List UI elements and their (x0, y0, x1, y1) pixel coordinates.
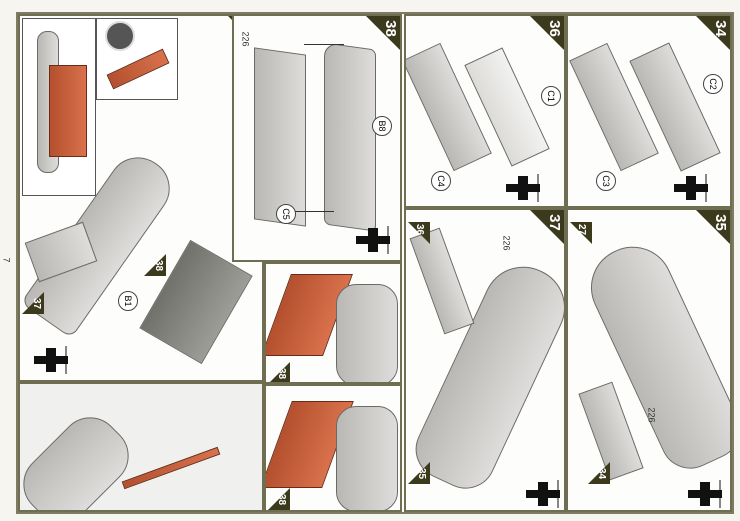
assembly-arrow (304, 44, 344, 45)
instruction-sheet: 39 B1 38 37 38 226 B8 C5 (16, 12, 734, 514)
ref-badge (408, 462, 430, 484)
ref-badge (268, 362, 290, 382)
step-badge (366, 16, 400, 50)
step-badge (696, 16, 730, 50)
step-39-detail-panel (18, 382, 264, 512)
ref-badge (22, 292, 44, 314)
engine-front (105, 21, 135, 51)
ref-number: 36 (414, 223, 426, 236)
step-number: 35 (712, 214, 730, 231)
ref-number: 38 (276, 367, 288, 380)
step-39-panel: 39 B1 38 37 (18, 14, 264, 382)
ref-number: 37 (31, 297, 43, 310)
wing-lower-half (254, 47, 306, 227)
part-callout: C5 (276, 204, 296, 224)
step-number: 37 (546, 214, 564, 231)
part-callout: C3 (596, 171, 616, 191)
wing-highlight (49, 65, 87, 157)
aircraft-silhouette-icon (356, 226, 390, 254)
step-number: 34 (712, 20, 730, 37)
step-37-panel: 37 226 36 35 (404, 208, 566, 512)
flap-highlight (106, 48, 170, 90)
fuselage-section (336, 284, 398, 382)
page-number: 7 (1, 257, 12, 263)
part-number: 226 (240, 31, 251, 47)
part-callout: B8 (372, 116, 392, 136)
step-35-panel: 35 226 27 34 (566, 208, 732, 512)
ref-number: 38 (276, 493, 288, 506)
ref-number: 35 (416, 467, 428, 480)
fuselage-section (336, 406, 398, 510)
fuselage-underside (20, 404, 142, 510)
step-badge (530, 16, 564, 50)
part-callout: C1 (541, 86, 561, 106)
aircraft-silhouette-icon (688, 480, 722, 508)
part-callout: C2 (703, 74, 723, 94)
step-38-detail-panel-2: 38 (264, 384, 402, 512)
ref-badge (144, 254, 166, 276)
ref-number: 34 (596, 467, 608, 480)
ref-badge (268, 488, 290, 510)
step-badge (530, 210, 564, 244)
wing-upper-half (324, 42, 376, 232)
ref-badge (588, 462, 610, 484)
step-number: 36 (546, 20, 564, 37)
aircraft-silhouette-icon (674, 174, 708, 202)
part-number: 226 (501, 235, 512, 251)
step-34-panel: 34 C2 C3 (566, 14, 732, 208)
ref-number: 27 (576, 223, 588, 236)
rod-part (121, 446, 221, 490)
step-badge (696, 210, 730, 244)
inset-front-view (96, 18, 178, 100)
aircraft-silhouette-icon (34, 346, 68, 374)
inset-side-view (22, 18, 96, 196)
aircraft-silhouette-icon (526, 480, 560, 508)
part-callout: C4 (431, 171, 451, 191)
step-36-panel: 36 C1 C4 (404, 14, 566, 208)
part-callout: B1 (118, 291, 138, 311)
assembly-arrow (294, 211, 334, 212)
step-number: 38 (382, 20, 400, 37)
aircraft-silhouette-icon (506, 174, 540, 202)
step-38-detail-panel: 38 (264, 262, 402, 384)
step-38-panel: 38 226 B8 C5 (232, 14, 402, 262)
part-number: 226 (646, 407, 657, 423)
ref-number: 38 (153, 259, 165, 272)
